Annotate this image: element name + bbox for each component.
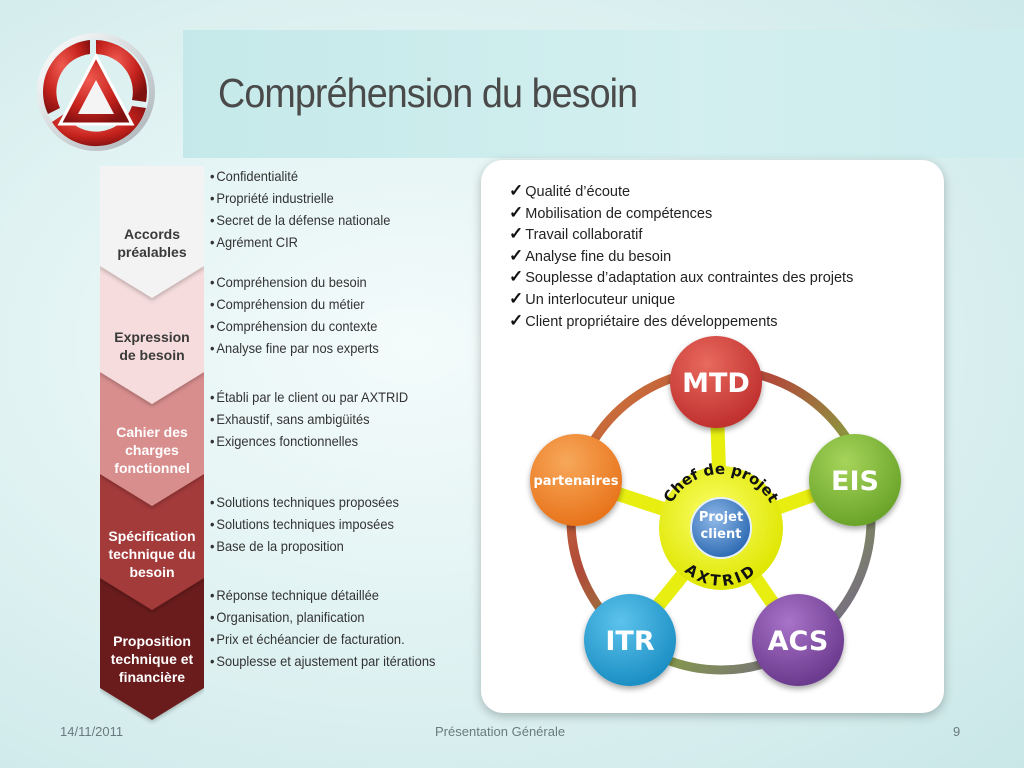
stage-bullets: •Établi par le client ou par AXTRID •Exha… xyxy=(210,386,425,452)
checkmark-icon: ✓ xyxy=(509,224,524,244)
diagram-node-itr xyxy=(584,594,676,686)
checkmark-icon: ✓ xyxy=(509,310,524,330)
footer-title: Présentation Générale xyxy=(435,724,566,739)
diagram-node-label: ACS xyxy=(768,626,829,657)
stage-bullets: •Compréhension du besoin •Compréhension d… xyxy=(210,271,394,359)
stage-bullets: •Confidentialité •Propriété industrielle •… xyxy=(210,165,406,253)
checkmark-icon: ✓ xyxy=(509,202,524,222)
projet-client-circle xyxy=(690,497,752,559)
bullet-item: •Solutions techniques proposées xyxy=(210,494,399,510)
title-band xyxy=(183,30,1024,158)
bullet-item: •Base de la proposition xyxy=(210,538,344,554)
client-label: client xyxy=(701,527,742,542)
bullet-item: •Exhaustif, sans ambigüités xyxy=(210,411,370,427)
checklist-item: ✓Un interlocuteur unique xyxy=(509,288,676,308)
stage-bullets: •Solutions techniques proposées •Solution… xyxy=(210,491,415,557)
footer-date: 14/11/2011 xyxy=(60,724,124,739)
stage-bullets: •Réponse technique détaillée •Organisatio… xyxy=(210,584,455,672)
bullet-item: •Analyse fine par nos experts xyxy=(210,340,379,356)
bullet-item: •Agrément CIR xyxy=(210,234,298,250)
checklist-item: ✓Travail collaboratif xyxy=(509,224,643,244)
checkmark-icon: ✓ xyxy=(509,267,524,287)
page-number: 9 xyxy=(953,724,961,739)
checklist-item: ✓Qualité d’écoute xyxy=(509,181,631,200)
diagram-node-mtd xyxy=(670,336,762,428)
organization-diagram: Chef de projet AXTRID Projet client MTDE… xyxy=(530,336,901,686)
bullet-item: •Confidentialité xyxy=(210,168,298,184)
diagram-node-eis xyxy=(809,434,901,526)
checkmark-icon: ✓ xyxy=(509,181,524,200)
stage-chevron xyxy=(100,166,204,298)
bullet-item: •Secret de la défense nationale xyxy=(210,212,391,228)
checklist-item: ✓Mobilisation de compétences xyxy=(509,202,713,222)
checkmark-icon: ✓ xyxy=(509,288,524,308)
diagram-node-label: MTD xyxy=(682,368,750,399)
diagram-node-label: EIS xyxy=(831,466,879,497)
diagram-node-label: ITR xyxy=(605,626,654,657)
bullet-item: •Réponse technique détaillée xyxy=(210,587,379,603)
checkmark-icon: ✓ xyxy=(509,245,524,265)
bullet-item: •Compréhension du besoin xyxy=(210,274,367,290)
bullet-item: •Solutions techniques imposées xyxy=(210,516,394,532)
diagram-node-acs xyxy=(752,594,844,686)
slide-title: Compréhension du besoin xyxy=(218,70,638,116)
projet-label: Projet xyxy=(699,510,743,525)
bullet-item: •Exigences fonctionnelles xyxy=(210,433,359,449)
benefits-checklist: ✓Qualité d’écoute ✓Mobilisation de compét… xyxy=(509,181,853,332)
bullet-item: •Organisation, planification xyxy=(210,609,365,625)
bullet-item: •Compréhension du contexte xyxy=(210,318,378,334)
bullet-item: •Prix et échéancier de facturation. xyxy=(210,631,405,647)
bullet-item: •Propriété industrielle xyxy=(210,190,334,206)
process-chevrons xyxy=(100,166,204,720)
company-logo xyxy=(37,33,155,151)
bullet-item: •Souplesse et ajustement par itérations xyxy=(210,653,436,669)
checklist-item: ✓Souplesse d’adaptation aux contraintes … xyxy=(509,267,854,287)
bullet-item: •Compréhension du métier xyxy=(210,296,365,312)
checklist-item: ✓Client propriétaire des développements xyxy=(509,310,778,330)
bullet-item: •Établi par le client ou par AXTRID xyxy=(210,389,409,405)
diagram-node-label: partenaires xyxy=(534,474,619,489)
diagram-node-partenaires xyxy=(530,434,622,526)
checklist-item: ✓Analyse fine du besoin xyxy=(509,245,672,265)
